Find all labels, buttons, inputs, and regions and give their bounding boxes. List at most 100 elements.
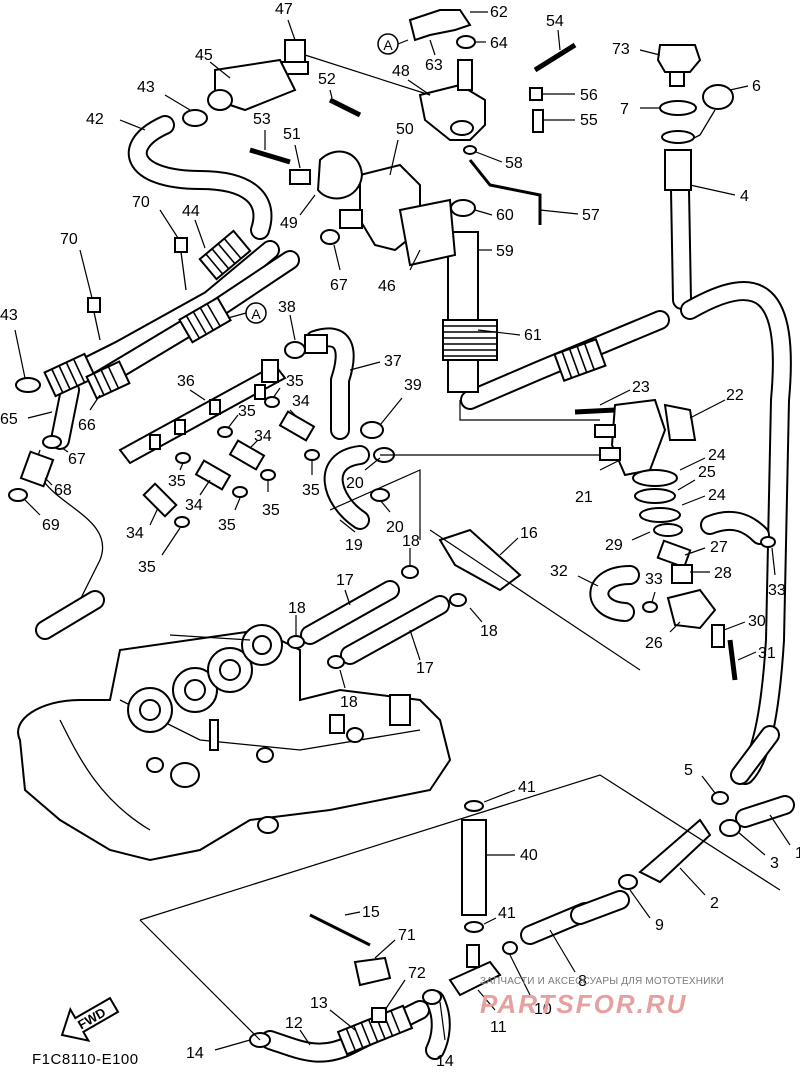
callout-number: 42: [86, 111, 104, 128]
callout-56: 56: [542, 87, 598, 104]
leader-line: [689, 184, 736, 196]
callout-1: 1: [769, 814, 800, 862]
callout-70-left: 70: [60, 231, 93, 299]
callout-40: 40: [486, 847, 538, 864]
callout-72: 72: [384, 965, 426, 1011]
corrugated-sections: [43, 229, 607, 1056]
callout-63: 63: [425, 39, 443, 74]
callout-64: 64: [475, 35, 508, 52]
leader-line: [89, 394, 101, 411]
callout-19: 19: [339, 519, 363, 554]
leader-line: [679, 457, 706, 471]
callout-number: 35: [138, 559, 156, 576]
leader-line: [681, 495, 706, 506]
callout-46: 46: [378, 249, 421, 295]
callout-67-top: 67: [330, 244, 348, 294]
callout-55: 55: [543, 112, 598, 129]
callout-number: 40: [520, 847, 538, 864]
callout-number: 33: [645, 571, 663, 588]
leader-line: [475, 151, 503, 163]
leader-line: [483, 917, 497, 925]
callout-number: 57: [582, 207, 600, 224]
callout-number: 48: [392, 63, 410, 80]
leader-line: [379, 499, 391, 513]
callout-52: 52: [318, 71, 336, 99]
callout-57: 57: [539, 207, 600, 224]
callout-number: 22: [726, 387, 744, 404]
callout-number: 71: [398, 927, 416, 944]
callout-number: 5: [684, 762, 693, 779]
leader-line: [14, 329, 26, 379]
leader-line: [407, 79, 431, 96]
callout-number: 72: [408, 965, 426, 982]
callout-41-bottom: 41: [483, 905, 516, 925]
leader-line: [599, 459, 621, 471]
callout-38: 38: [278, 299, 296, 341]
watermark-site: PARTSFOR.RU: [480, 989, 688, 1019]
callout-2: 2: [679, 867, 719, 912]
callout-number: 35: [238, 403, 256, 420]
callout-number: 2: [710, 895, 719, 912]
leader-line: [299, 194, 316, 216]
callout-number: 64: [490, 35, 508, 52]
callout-number: 18: [340, 694, 358, 711]
ref-marker-a-top: A: [377, 33, 409, 55]
callout-number: 39: [404, 377, 422, 394]
callout-number: 34: [254, 428, 272, 445]
callout-number: 41: [498, 905, 516, 922]
callout-number: 4: [740, 188, 749, 205]
callout-13: 13: [310, 995, 356, 1031]
callout-number: 24: [708, 487, 726, 504]
callout-number: 38: [278, 299, 296, 316]
callout-number: 51: [283, 126, 301, 143]
leader-line: [329, 1009, 356, 1031]
callout-30: 30: [723, 613, 766, 631]
leader-line: [677, 479, 696, 491]
callout-33-left: 33: [645, 571, 663, 603]
callout-number: 34: [185, 497, 203, 514]
leader-line: [729, 85, 749, 91]
leader-line: [599, 389, 631, 406]
leader-line: [179, 462, 184, 471]
leader-line: [287, 19, 296, 41]
leader-line: [339, 519, 356, 533]
callout-34-d: 34: [126, 507, 159, 542]
leader-line: [689, 399, 726, 419]
callout-51: 51: [283, 126, 301, 169]
callout-number: 52: [318, 71, 336, 88]
callout-number: 25: [698, 464, 716, 481]
callout-33-right: 33: [768, 547, 786, 599]
callout-35-a: 35: [272, 373, 304, 399]
callout-number: 66: [78, 417, 96, 434]
leader-line: [469, 607, 483, 623]
callout-66: 66: [78, 394, 101, 434]
callout-number: 55: [580, 112, 598, 129]
callout-number: 62: [490, 4, 508, 21]
callout-50: 50: [389, 121, 414, 176]
callout-8: 8: [549, 929, 587, 990]
callout-number: 36: [177, 373, 195, 390]
leader-line: [723, 621, 746, 631]
callout-number: 68: [54, 482, 72, 499]
leader-line: [344, 589, 351, 606]
main-hoses: [35, 115, 795, 1063]
callout-number: 58: [505, 155, 523, 172]
leader-line: [737, 831, 766, 856]
callout-number: 73: [612, 41, 630, 58]
callout-12: 12: [285, 1015, 311, 1046]
leader-line: [339, 669, 346, 689]
leader-line: [164, 94, 191, 111]
callout-45: 45: [195, 47, 231, 79]
leader-line: [294, 144, 301, 169]
callout-number: 9: [655, 917, 664, 934]
callout-18-d: 18: [339, 669, 358, 711]
callout-18-a: 18: [402, 533, 420, 566]
callout-37: 37: [349, 353, 402, 371]
callout-number: 35: [168, 473, 186, 490]
callout-60: 60: [474, 207, 514, 224]
callout-71: 71: [374, 927, 416, 959]
callout-59: 59: [478, 243, 514, 260]
callout-35-g: 35: [302, 460, 320, 499]
ref-marker-label: A: [251, 306, 261, 322]
leader-line: [149, 507, 159, 526]
